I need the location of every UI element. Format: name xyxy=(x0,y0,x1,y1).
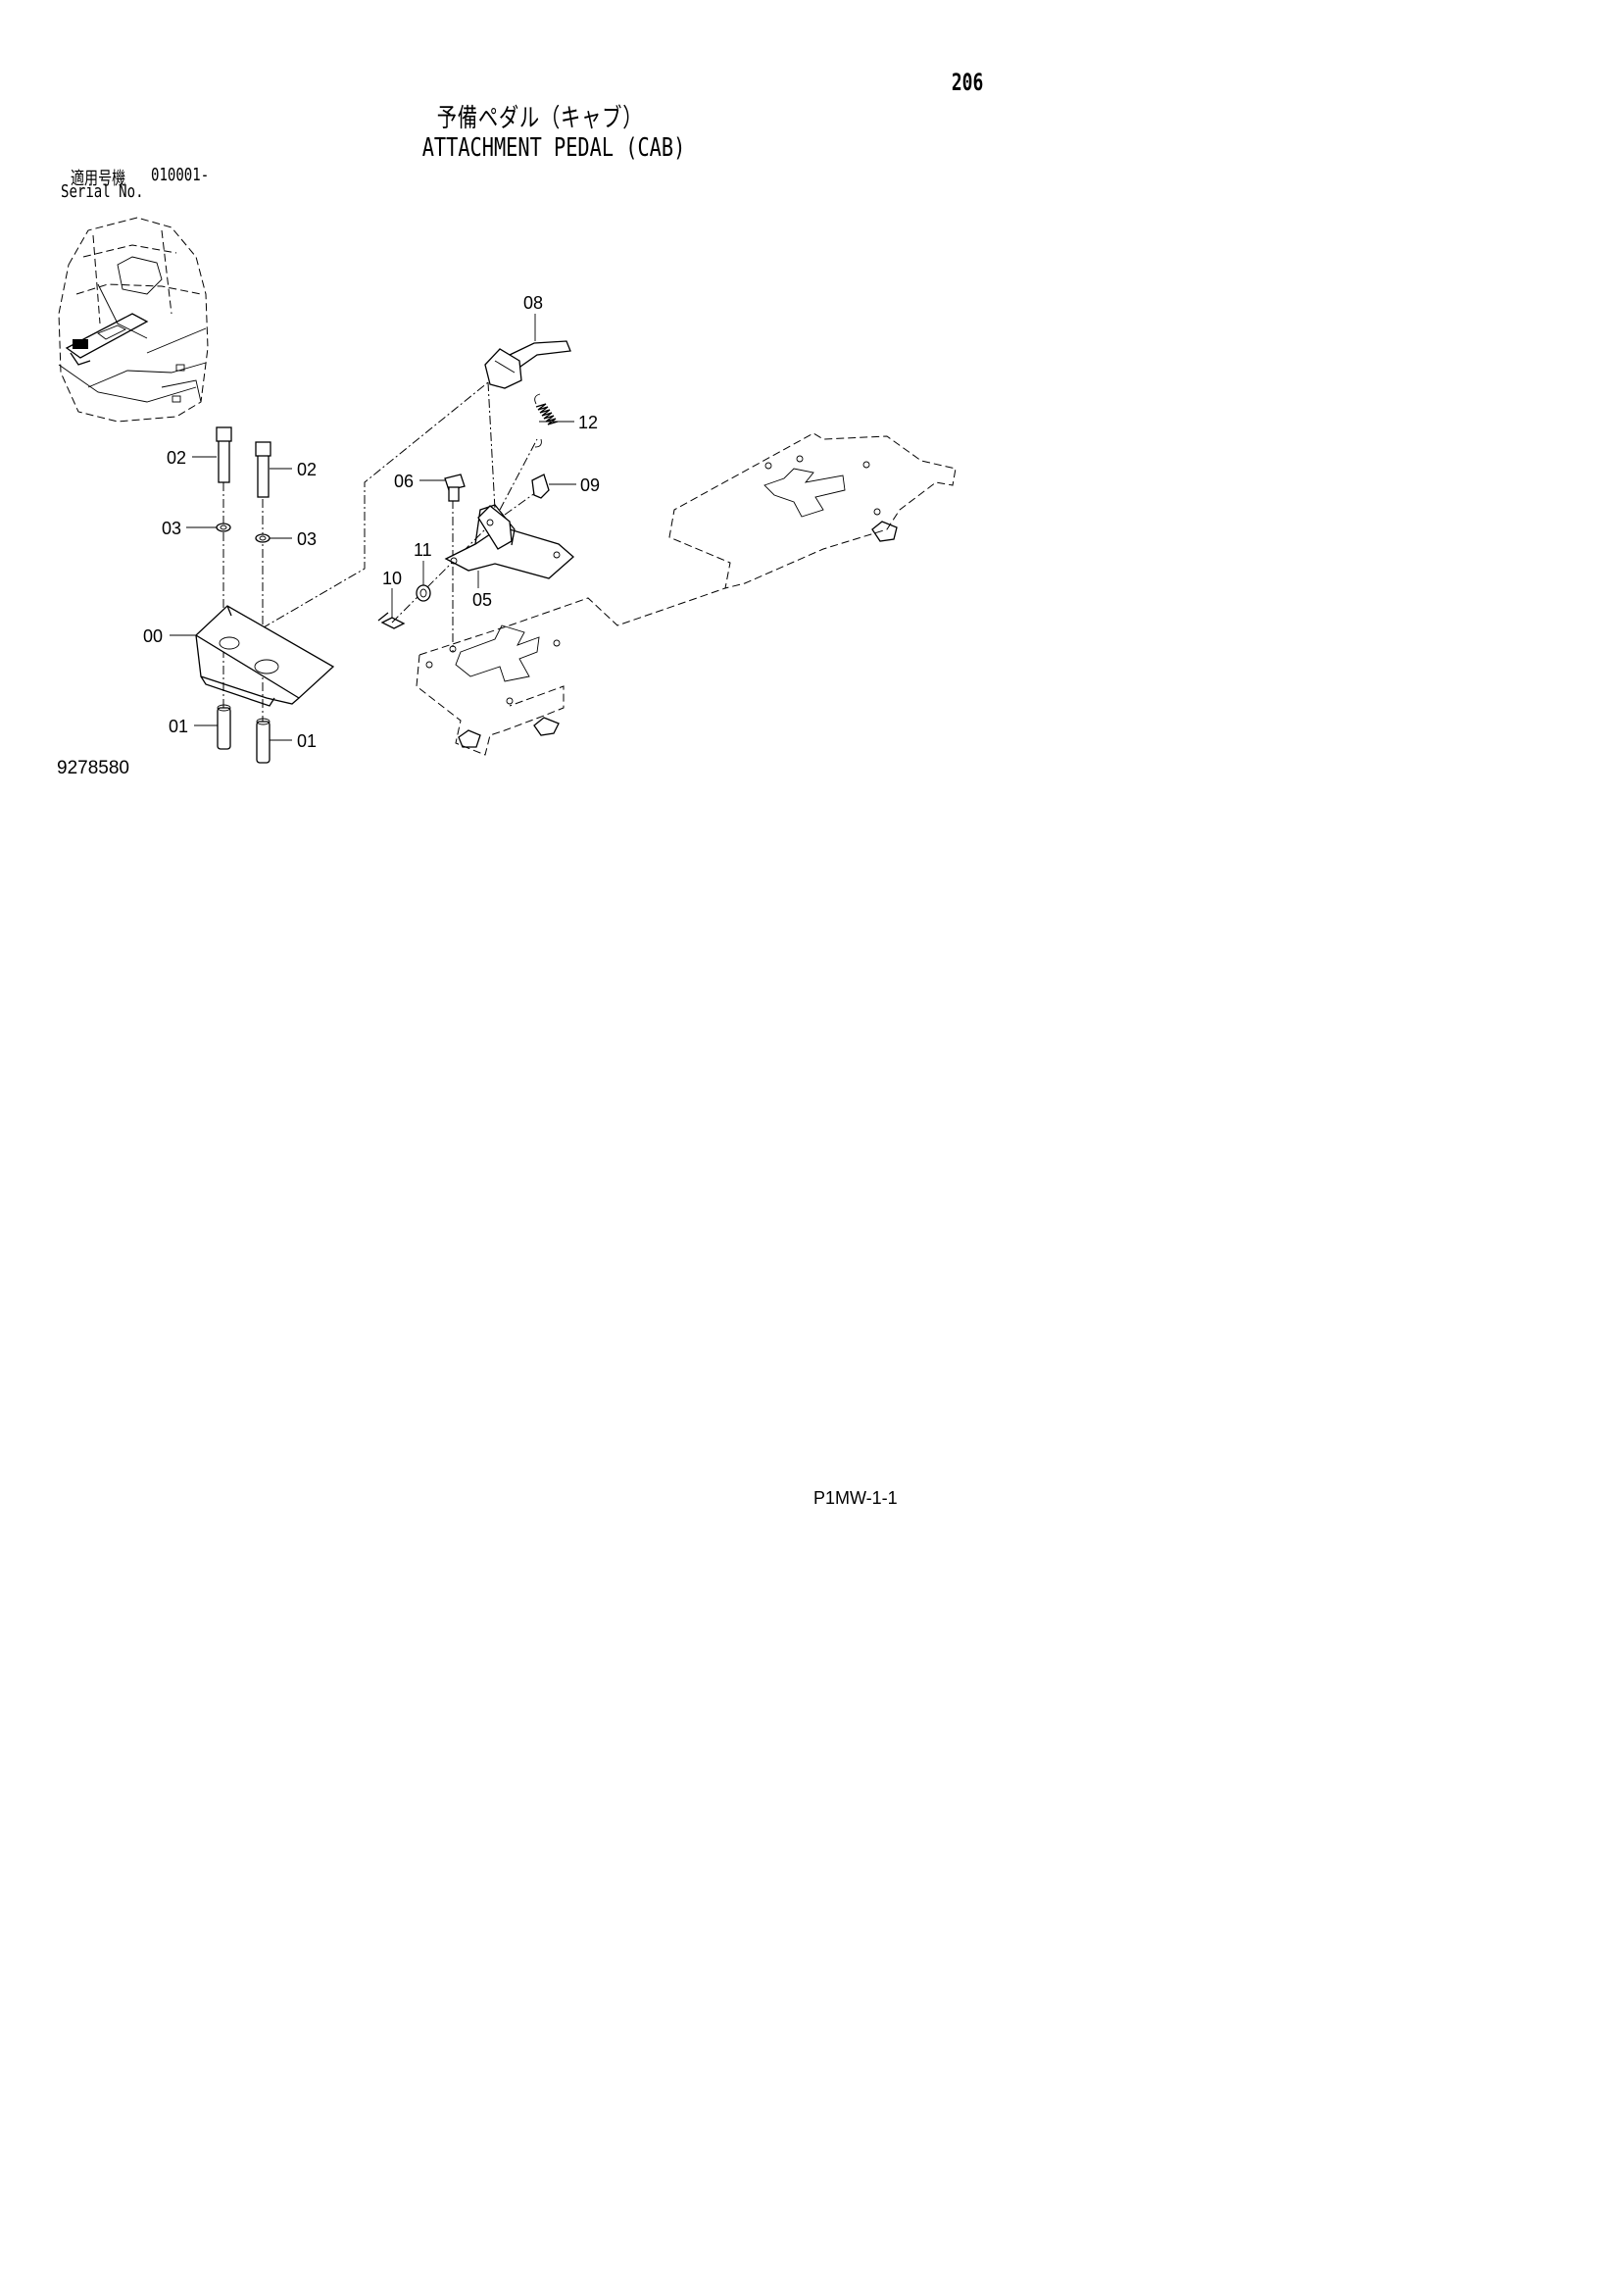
floor-plate-outline xyxy=(416,432,957,756)
bolt-part-06 xyxy=(444,474,466,502)
serial-label-japanese: 適用号機 xyxy=(71,169,126,189)
callout-03-left: 03 xyxy=(162,519,181,538)
serial-range: 010001- xyxy=(151,165,210,185)
callout-01-right: 01 xyxy=(297,731,317,751)
bracket-part-05 xyxy=(444,504,574,579)
callout-06: 06 xyxy=(394,472,414,491)
callout-02-right: 02 xyxy=(297,460,317,479)
pedal-bracket-part-00 xyxy=(194,605,335,707)
exploded-parts-diagram: 02 02 03 03 00 01 01 06 09 12 08 11 10 0… xyxy=(58,217,957,764)
callout-09: 09 xyxy=(580,475,600,495)
callout-leaders xyxy=(170,314,576,741)
assembly-center-lines xyxy=(222,381,540,727)
collars-part-01 xyxy=(217,704,270,764)
washer-part-11 xyxy=(416,584,431,602)
washers-part-03 xyxy=(216,523,270,543)
callout-08: 08 xyxy=(523,293,543,313)
page-number: 206 xyxy=(951,69,983,96)
callout-05: 05 xyxy=(472,590,492,610)
page-title-japanese: 予備ペダル（キャブ） xyxy=(436,104,644,133)
callout-03-right: 03 xyxy=(297,529,317,549)
stopper-part-09 xyxy=(531,474,550,499)
page-code: P1MW-1-1 xyxy=(813,1488,898,1508)
callout-01-left: 01 xyxy=(169,717,188,736)
serial-label-english: Serial No. xyxy=(61,181,144,202)
rod-part-08 xyxy=(484,340,571,389)
pin-part-10 xyxy=(377,612,406,629)
parts-catalog-page: 206 予備ペダル（キャブ） ATTACHMENT PEDAL (CAB) 適用… xyxy=(0,0,1081,1528)
callout-02-left: 02 xyxy=(167,448,186,468)
callout-labels: 02 02 03 03 00 01 01 06 09 12 08 11 10 0… xyxy=(143,293,600,751)
cab-locator-illustration xyxy=(58,217,209,423)
bolts-part-02 xyxy=(216,426,271,498)
callout-11: 11 xyxy=(414,540,432,560)
spring-part-12 xyxy=(534,393,559,448)
callout-12: 12 xyxy=(578,413,598,432)
page-title-english: ATTACHMENT PEDAL (CAB) xyxy=(421,133,686,163)
callout-10: 10 xyxy=(382,569,402,588)
callout-00: 00 xyxy=(143,626,163,646)
drawing-number: 9278580 xyxy=(57,758,129,778)
